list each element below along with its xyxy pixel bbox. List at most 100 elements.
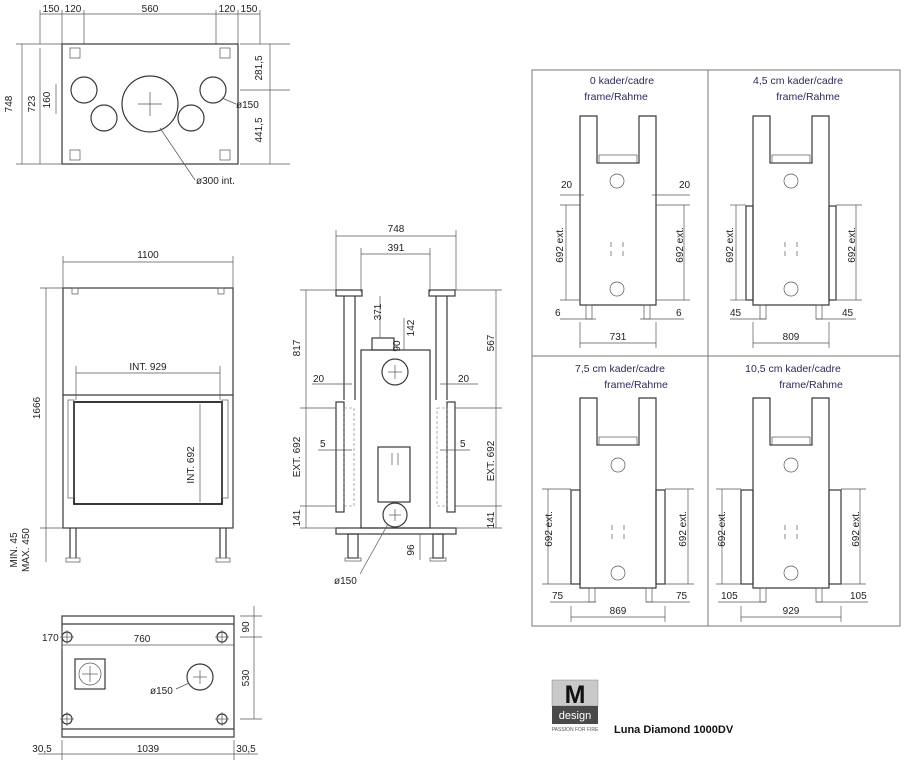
- side-air-inlet: [382, 502, 408, 528]
- dim-281-5: 281,5: [254, 55, 265, 80]
- frame-0-ext-r: 692 ext.: [675, 227, 686, 263]
- dim-96: 96: [406, 544, 417, 556]
- dim-ext-692-l: EXT. 692: [292, 436, 303, 477]
- frame-0-ext-l: 692 ext.: [555, 227, 566, 263]
- frame-3-width: 929: [783, 606, 800, 617]
- dim-d150-top: ø150: [236, 100, 259, 111]
- dim-760: 760: [134, 634, 151, 645]
- dim-441-5: 441,5: [254, 117, 265, 142]
- base-view: 170 760 90 530 ø150 30,5 1039 30,5: [32, 606, 262, 760]
- dim-d300: ø300 int.: [196, 176, 235, 187]
- frame-2-width: 869: [610, 606, 627, 617]
- product-title: Luna Diamond 1000DV: [614, 724, 734, 736]
- frame-panel-0: 0 kader/cadre frame/Rahme 20 20 692 ext.…: [555, 75, 691, 348]
- dim-567: 567: [486, 334, 497, 351]
- dim-391: 391: [388, 243, 405, 254]
- frame-panel-3: 10,5 cm kader/cadre frame/Rahme 692 ext.…: [716, 363, 868, 622]
- air-duct-top-left: [70, 76, 98, 104]
- dim-371: 371: [373, 303, 384, 320]
- frame-1-bot-l: 45: [730, 308, 742, 319]
- side-view-body: [360, 349, 431, 529]
- frame-0-title: 0 kader/cadre: [590, 75, 654, 87]
- dim-20-side-l: 20: [313, 374, 325, 385]
- frame-3-subtitle: frame/Rahme: [779, 379, 843, 391]
- dim-d150-base: ø150: [150, 686, 173, 697]
- front-view: 1100 INT. 929 INT. 692 1666 MIN. 45 MAX.…: [9, 250, 234, 572]
- frame-1-ext-l: 692 ext.: [725, 227, 736, 263]
- frame-1-width: 809: [783, 332, 800, 343]
- frame-2-bot-r: 75: [676, 591, 688, 602]
- frame-panel-1: 4,5 cm kader/cadre frame/Rahme 692 ext. …: [725, 75, 862, 348]
- dim-1039: 1039: [137, 744, 160, 755]
- dim-748-side: 748: [388, 224, 405, 235]
- dim-160: 160: [42, 91, 53, 108]
- dim-20-side-r: 20: [458, 374, 470, 385]
- side-flue-outlet: [381, 358, 409, 386]
- dim-1666: 1666: [32, 396, 43, 419]
- dim-141-l: 141: [292, 509, 303, 526]
- dim-int-929: INT. 929: [129, 362, 167, 373]
- dim-top-150-l: 150: [43, 4, 60, 15]
- front-view-body: [62, 287, 234, 529]
- dim-5-side-r: 5: [460, 439, 466, 450]
- dim-30-5-r: 30,5: [236, 744, 256, 755]
- frame-2-ext-l: 692 ext.: [544, 511, 555, 547]
- frame-3-ext-l: 692 ext.: [717, 511, 728, 547]
- dim-int-692: INT. 692: [186, 446, 197, 484]
- air-duct-bottom-left: [90, 104, 118, 132]
- base-round-inlet: [186, 663, 214, 691]
- dim-723: 723: [27, 95, 38, 112]
- logo-letter: M: [565, 681, 586, 709]
- dim-min-45: MIN. 45: [9, 532, 20, 567]
- dim-817: 817: [292, 339, 303, 356]
- frame-2-subtitle: frame/Rahme: [604, 379, 668, 391]
- dim-748-top: 748: [4, 95, 15, 112]
- brand-logo: M design PASSION FOR FIRE: [552, 679, 599, 733]
- dim-ext-692-r: EXT. 692: [486, 440, 497, 481]
- side-view: 748 391 371 142 90: [292, 224, 502, 587]
- dim-max-450: MAX. 450: [21, 528, 32, 572]
- dim-1100: 1100: [137, 250, 159, 261]
- top-view: 150 120 560 120 150 748 723 160 281,5 44…: [4, 4, 290, 187]
- top-view-body: [61, 43, 239, 165]
- frame-3-title: 10,5 cm kader/cadre: [745, 363, 841, 375]
- dim-5-side-l: 5: [320, 439, 326, 450]
- dim-d150-side: ø150: [334, 576, 357, 587]
- frame-3-ext-r: 692 ext.: [851, 511, 862, 547]
- frame-1-subtitle: frame/Rahme: [776, 91, 840, 103]
- frame-0-side-l: 20: [561, 180, 573, 191]
- dim-30-5-l: 30,5: [32, 744, 52, 755]
- dim-90-side: 90: [392, 340, 403, 352]
- frame-3-bot-l: 105: [721, 591, 738, 602]
- logo-word: design: [559, 710, 591, 722]
- air-duct-top-right: [199, 76, 227, 104]
- frame-2-title: 7,5 cm kader/cadre: [575, 363, 665, 375]
- logo-tagline: PASSION FOR FIRE: [552, 727, 599, 733]
- frame-panel-2: 7,5 cm kader/cadre frame/Rahme 692 ext. …: [542, 363, 694, 622]
- flue-outlet-large: [121, 75, 179, 133]
- frame-0-bot-l: 6: [555, 308, 561, 319]
- base-view-body: [61, 615, 235, 738]
- dim-170: 170: [42, 633, 59, 644]
- dim-top-120-l: 120: [65, 4, 82, 15]
- frame-0-side-r: 20: [679, 180, 691, 191]
- frame-2-bot-l: 75: [552, 591, 564, 602]
- frame-panel-grid: [531, 69, 901, 627]
- air-duct-bottom-right: [177, 104, 205, 132]
- frame-0-bot-r: 6: [676, 308, 682, 319]
- dim-top-120-r: 120: [219, 4, 236, 15]
- frame-0-subtitle: frame/Rahme: [584, 91, 648, 103]
- dim-top-560: 560: [142, 4, 159, 15]
- dim-530: 530: [241, 669, 252, 686]
- frame-3-bot-r: 105: [850, 591, 867, 602]
- dim-top-150-r: 150: [241, 4, 258, 15]
- dim-142: 142: [406, 319, 417, 336]
- dim-141-r: 141: [486, 511, 497, 528]
- frame-0-width: 731: [610, 332, 627, 343]
- frame-1-bot-r: 45: [842, 308, 854, 319]
- frame-2-ext-r: 692 ext.: [678, 511, 689, 547]
- dim-90-base: 90: [241, 621, 252, 633]
- frame-1-ext-r: 692 ext.: [847, 227, 858, 263]
